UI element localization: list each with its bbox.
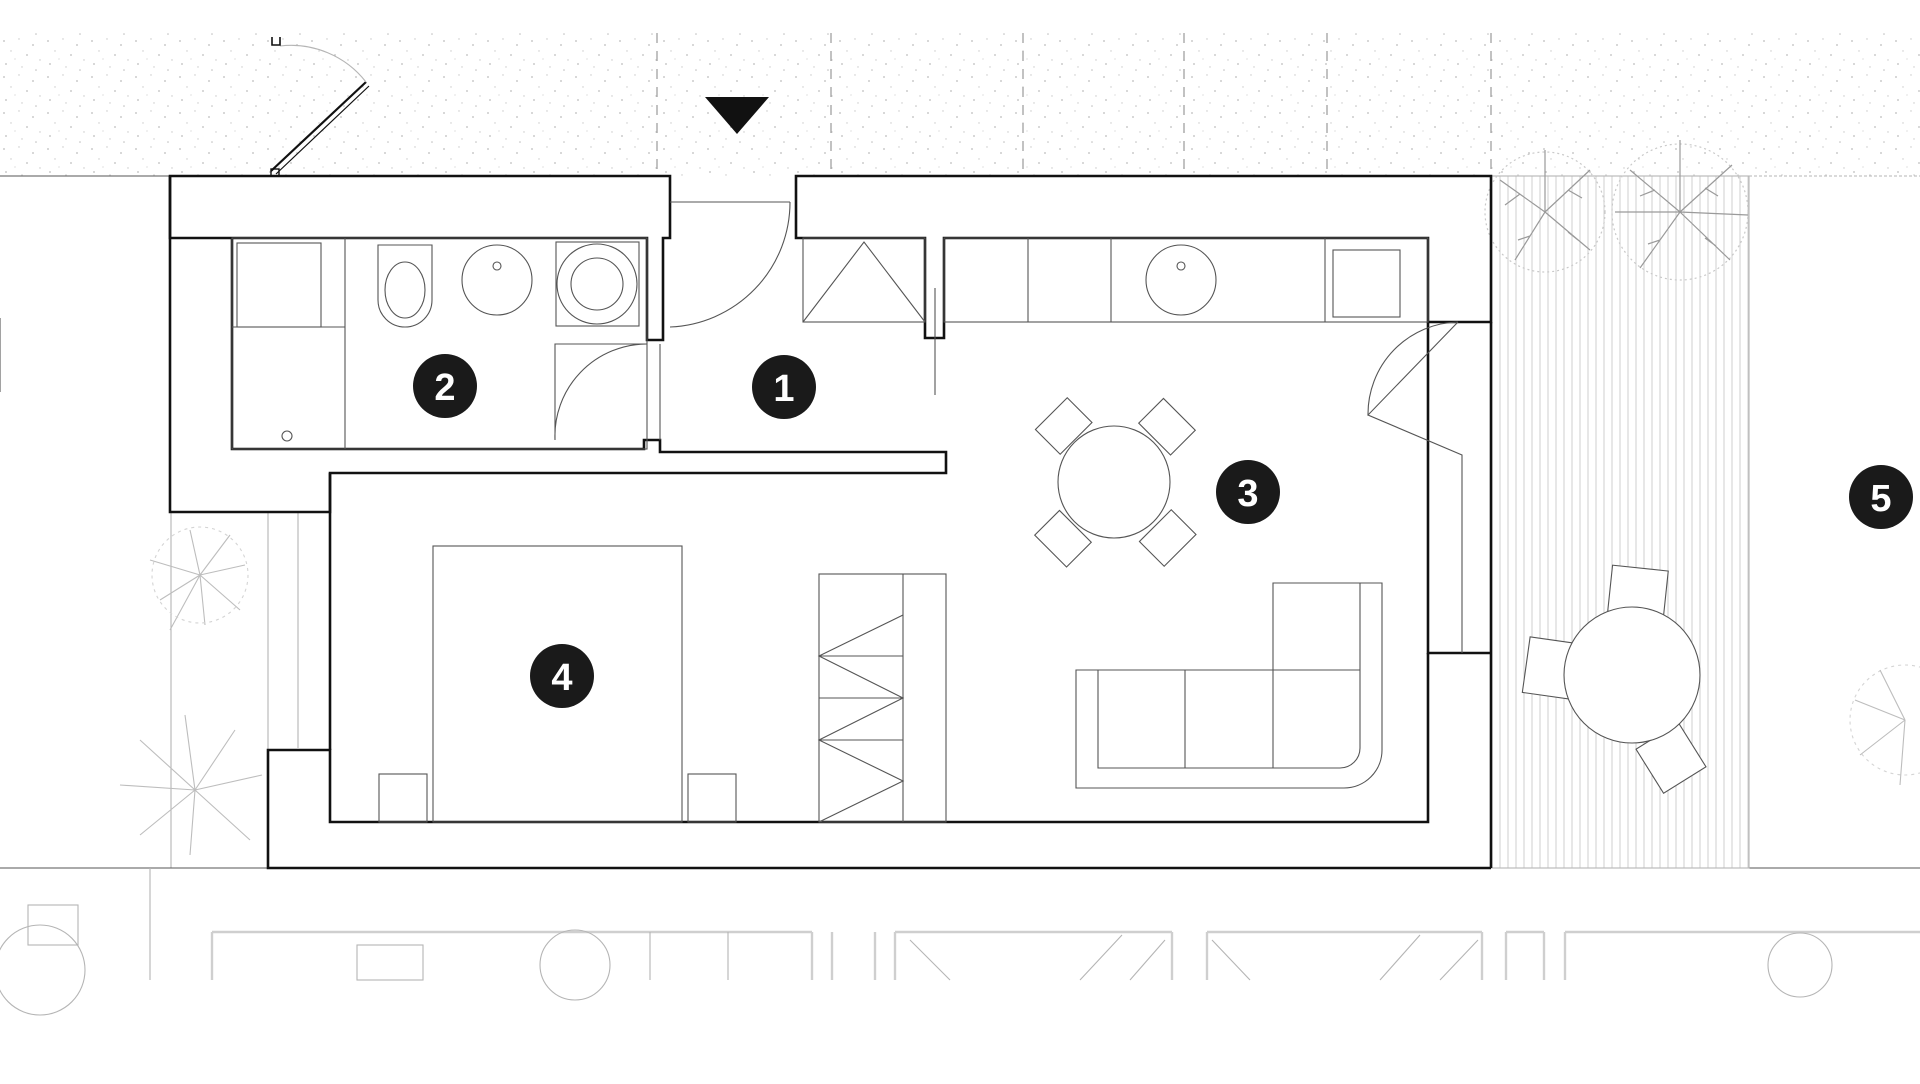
entrance-arrow-icon <box>705 97 769 134</box>
room-badge-1: 1 <box>752 355 816 419</box>
parking-dividers <box>656 33 1492 176</box>
terrace-table <box>1521 564 1707 795</box>
room-number-5: 5 <box>1870 478 1891 520</box>
wardrobe <box>817 573 947 823</box>
doors <box>554 201 1463 653</box>
walls <box>168 174 1493 870</box>
neighbour-unit <box>0 868 1920 1016</box>
plant-icon <box>119 526 1920 856</box>
sofa <box>1075 582 1383 789</box>
room-badge-2: 2 <box>413 354 477 418</box>
room-number-2: 2 <box>434 367 455 409</box>
kitchen-counter <box>802 237 1429 323</box>
dining-table <box>1033 396 1197 568</box>
room-badge-5: 5 <box>1849 465 1913 529</box>
room-badge-4: 4 <box>530 644 594 708</box>
gravel-area <box>0 33 1920 176</box>
room-number-4: 4 <box>551 657 572 699</box>
room-number-3: 3 <box>1237 473 1258 515</box>
room-number-1: 1 <box>773 368 794 410</box>
tree-icon <box>1484 140 1749 281</box>
bed <box>378 545 737 823</box>
room-badge-3: 3 <box>1216 460 1280 524</box>
bathroom-fixtures <box>231 237 648 450</box>
terrace-deck <box>1490 175 1750 869</box>
